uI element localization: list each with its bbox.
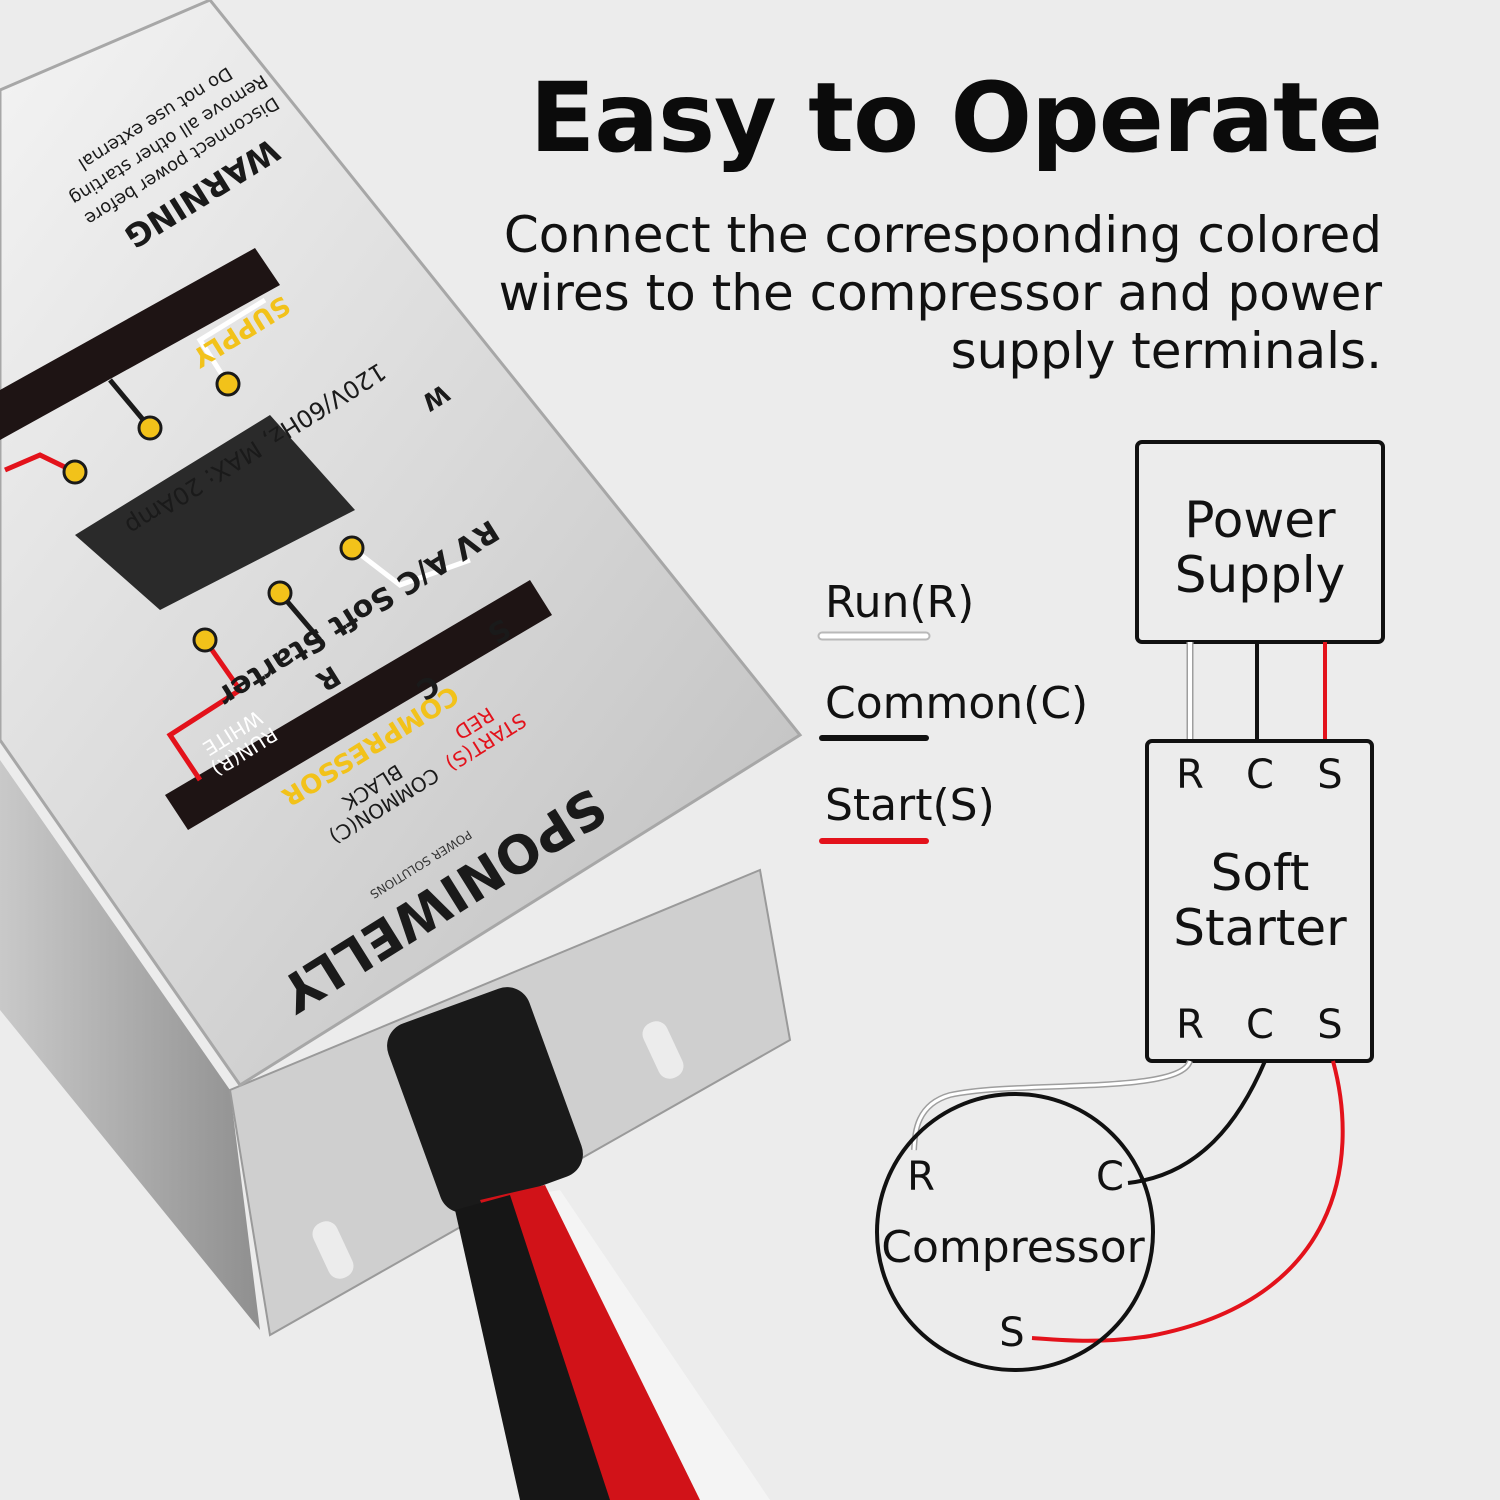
plate-wire-supply-run — [196, 297, 267, 386]
compressor-terminal-s: S — [999, 1310, 1024, 1356]
soft-starter-top-r: R — [1176, 752, 1204, 798]
compressor-circle — [875, 1092, 1155, 1372]
wire-start-compressor — [1031, 1060, 1345, 1343]
plate-wire-run — [350, 546, 471, 588]
subheadline: Connect the corresponding colored wires … — [498, 206, 1382, 380]
legend-common-label: Common(C) — [825, 678, 1088, 729]
power-supply-box — [1135, 440, 1385, 644]
cable-gland — [387, 987, 583, 1213]
cable-black — [455, 1195, 610, 1500]
plate-wire-supply-start — [4, 452, 77, 475]
compressor-terminal-r: R — [907, 1154, 935, 1200]
terminal-dot — [137, 415, 163, 441]
soft-starter-top-s: S — [1317, 752, 1342, 798]
soft-starter-box — [1145, 739, 1374, 1063]
compressor-terminal-c: C — [1096, 1154, 1124, 1200]
power-supply-label-line1: Power — [1184, 491, 1336, 549]
terminal-dot — [192, 627, 218, 653]
soft-starter-label-line2: Starter — [1173, 899, 1347, 957]
terminal-dot — [339, 535, 365, 561]
power-supply-label-line2: Supply — [1175, 546, 1345, 604]
headline: Easy to Operate — [529, 62, 1383, 174]
housing-side — [0, 760, 260, 1330]
terminal-dot — [267, 580, 293, 606]
plate-wire-start — [166, 638, 244, 782]
compressor-bar — [165, 580, 552, 830]
cable-red — [480, 1185, 700, 1500]
supply-bar — [0, 248, 280, 440]
legend-run-label: Run(R) — [825, 577, 974, 628]
soft-starter-bottom-s: S — [1317, 1002, 1342, 1048]
bracket-slot — [312, 1221, 354, 1279]
compressor-label: Compressor — [881, 1222, 1145, 1273]
soft-starter-bottom-r: R — [1176, 1002, 1204, 1048]
terminal-dot — [215, 371, 241, 397]
display-window — [75, 415, 355, 610]
bracket-slot — [642, 1021, 684, 1079]
wire-common-compressor — [1127, 1060, 1267, 1185]
terminal-dot — [62, 459, 88, 485]
wire-run-compressor-core — [912, 1060, 1192, 1151]
soft-starter-bottom-c: C — [1246, 1002, 1274, 1048]
legend-start-label: Start(S) — [825, 780, 995, 831]
soft-starter-label-line1: Soft — [1211, 844, 1310, 902]
soft-starter-top-c: C — [1246, 752, 1274, 798]
